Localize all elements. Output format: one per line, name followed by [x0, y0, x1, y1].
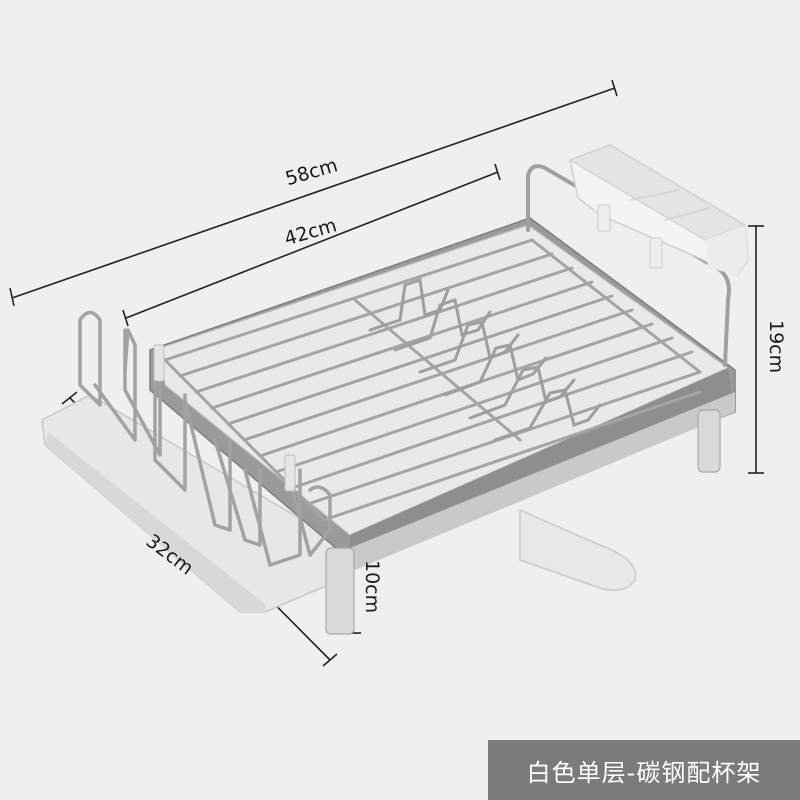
- variant-caption: 白色单层-碳钢配杯架: [488, 740, 800, 800]
- leg-height-label: 10cm: [361, 560, 383, 614]
- plate-holder-wires: [368, 278, 602, 442]
- height-label: 19cm: [765, 320, 787, 374]
- wire-clips: [153, 344, 296, 492]
- right-leg: [697, 409, 721, 473]
- dim-line-42: [125, 171, 499, 319]
- front-leg: [325, 547, 355, 635]
- utensil-holder: [568, 144, 749, 276]
- wire-grid: [163, 238, 702, 522]
- drain-spout: [519, 508, 637, 591]
- cup-holder-wires: [78, 310, 332, 567]
- dim-line-58: [11, 87, 616, 299]
